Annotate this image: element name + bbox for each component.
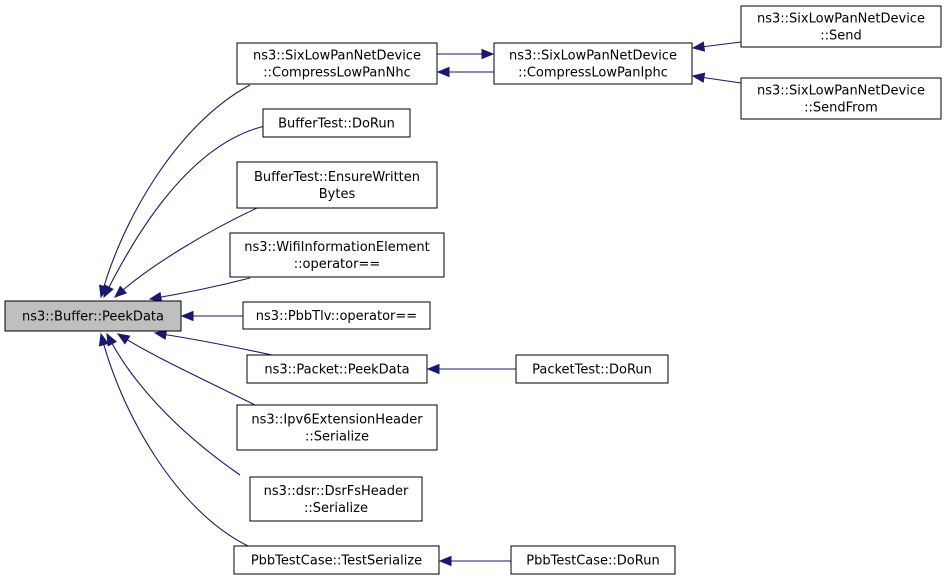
node-label: ns3::SixLowPanNetDevice [757, 84, 925, 99]
node-pbbser[interactable]: PbbTestCase::TestSerialize [233, 545, 440, 575]
node-box [740, 77, 942, 120]
node-label: ::CompressLowPanIphc [518, 66, 668, 81]
node-label: ns3::SixLowPanNetDevice [757, 12, 925, 27]
arrowhead [106, 332, 117, 347]
edge-cnhc-to-ciphc [437, 48, 495, 60]
node-label: ns3::SixLowPanNetDevice [253, 49, 421, 64]
edge-line [154, 332, 273, 356]
node-label: ::Serialize [304, 501, 368, 516]
edge-line [117, 333, 256, 406]
edge-line [106, 333, 241, 476]
arrowhead [98, 332, 109, 347]
node-label: ::Serialize [305, 430, 369, 445]
node-label: BufferTest::DoRun [278, 117, 395, 132]
node-box [236, 42, 438, 85]
node-sendfrom[interactable]: ns3::SixLowPanNetDevice::SendFrom [740, 77, 942, 120]
node-send[interactable]: ns3::SixLowPanNetDevice::Send [740, 5, 942, 48]
edge-line [149, 277, 251, 300]
edge-pbbser-to-root [98, 332, 249, 547]
arrowhead [436, 66, 450, 78]
arrowhead [153, 329, 168, 340]
node-wifi[interactable]: ns3::WifiInformationElement::operator== [229, 232, 445, 278]
edge-line [100, 333, 249, 547]
node-label: ns3::Buffer::PeekData [22, 310, 164, 325]
node-ipv6[interactable]: ns3::Ipv6ExtensionHeader::Serialize [236, 404, 438, 451]
edge-pktpeek-to-root [153, 329, 273, 356]
node-label: ::Send [820, 29, 862, 44]
node-pktrun[interactable]: PacketTest::DoRun [515, 354, 669, 384]
node-box [510, 545, 676, 575]
node-box [515, 354, 669, 384]
arrowhead [691, 72, 706, 83]
node-box [493, 42, 693, 85]
node-label: PbbTestCase::TestSerialize [251, 554, 422, 569]
node-box [242, 301, 431, 330]
arrowhead [691, 41, 706, 52]
node-label: BufferTest::EnsureWritten [254, 170, 420, 185]
edge-pbbtlv-to-root [180, 310, 243, 322]
edge-ciphc-to-cnhc [436, 66, 494, 78]
arrowhead [103, 284, 114, 299]
edge-send-to-ciphc [691, 41, 742, 52]
node-box [236, 404, 438, 451]
node-box [262, 108, 411, 138]
edge-btwritten-to-root [114, 207, 258, 298]
node-label: ns3::PbbTlv::operator== [256, 309, 417, 324]
edge-cnhc-to-root [99, 84, 251, 299]
node-box [233, 545, 440, 575]
node-btrun[interactable]: BufferTest::DoRun [262, 108, 411, 138]
node-root[interactable]: ns3::Buffer::PeekData [4, 300, 182, 332]
node-pbbtlv[interactable]: ns3::PbbTlv::operator== [242, 301, 431, 330]
edge-wifi-to-root [148, 277, 251, 303]
edge-line [114, 207, 258, 298]
node-label: ns3::dsr::DsrFsHeader [264, 484, 409, 499]
node-box [246, 354, 428, 384]
edge-line [100, 84, 251, 298]
node-dsr[interactable]: ns3::dsr::DsrFsHeader::Serialize [249, 476, 423, 522]
edge-pbbrun-to-pbbser [438, 555, 511, 567]
arrowhead [148, 291, 163, 303]
node-label: ns3::Ipv6ExtensionHeader [251, 413, 423, 428]
arrowhead [116, 333, 131, 345]
node-label: PacketTest::DoRun [532, 363, 652, 378]
node-label: Bytes [319, 187, 356, 202]
node-label: PbbTestCase::DoRun [526, 554, 659, 569]
edge-pktrun-to-pktpeek [426, 363, 516, 375]
edge-dsr-to-root [106, 332, 241, 476]
node-box [4, 300, 182, 332]
node-pktpeek[interactable]: ns3::Packet::PeekData [246, 354, 428, 384]
node-box [249, 476, 423, 522]
edge-ipv6-to-root [116, 333, 256, 406]
edge-btrun-to-root [103, 125, 266, 299]
arrowhead [438, 555, 452, 567]
arrowhead [481, 48, 495, 60]
node-label: ns3::SixLowPanNetDevice [509, 49, 677, 64]
node-label: ::operator== [294, 257, 380, 272]
node-ciphc[interactable]: ns3::SixLowPanNetDevice::CompressLowPanI… [493, 42, 693, 85]
arrowhead [426, 363, 440, 375]
arrowhead [180, 310, 194, 322]
node-box [740, 5, 942, 48]
node-label: ns3::Packet::PeekData [264, 363, 409, 378]
node-box [229, 232, 445, 278]
edge-line [103, 125, 266, 298]
node-pbbrun[interactable]: PbbTestCase::DoRun [510, 545, 676, 575]
arrowhead [114, 285, 128, 298]
node-box [236, 161, 438, 209]
node-cnhc[interactable]: ns3::SixLowPanNetDevice::CompressLowPanN… [236, 42, 438, 85]
edge-sendfrom-to-ciphc [691, 72, 742, 84]
node-label: ns3::WifiInformationElement [244, 240, 430, 255]
node-label: ::SendFrom [804, 101, 878, 116]
node-label: ::CompressLowPanNhc [263, 66, 410, 81]
